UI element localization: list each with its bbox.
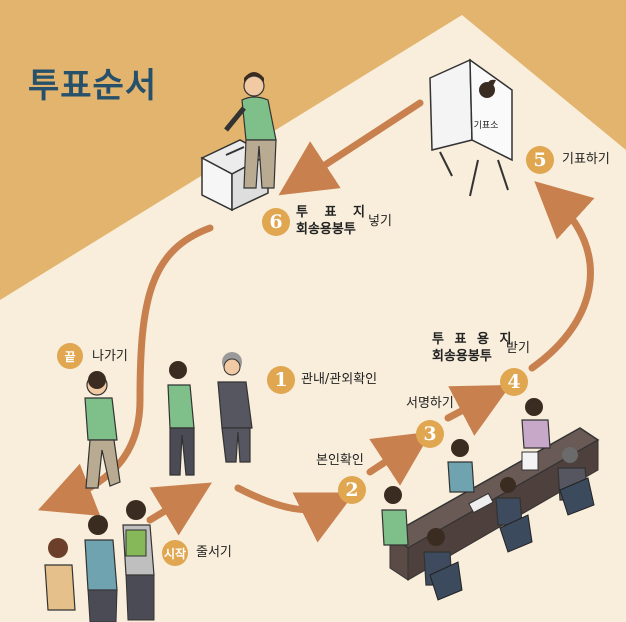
end-badge: 끝 bbox=[57, 343, 83, 369]
arrow-4-to-5 bbox=[528, 181, 595, 372]
step-5-label: 기표하기 bbox=[562, 152, 610, 167]
step-5-badge: 5 bbox=[526, 146, 554, 174]
step-4-badge: 4 bbox=[500, 368, 528, 396]
step-4-line2: 회송용봉투 bbox=[432, 349, 492, 364]
queue-people bbox=[44, 500, 155, 622]
registration-table bbox=[381, 398, 600, 601]
arrow-start-to-1 bbox=[146, 482, 212, 536]
step-4-line1: 투 표 용 지 bbox=[432, 332, 515, 347]
step-3-badge: 3 bbox=[416, 420, 444, 448]
voter-and-official bbox=[167, 352, 253, 476]
arrow-5-to-6 bbox=[278, 99, 424, 196]
step-4-suffix: 받기 bbox=[506, 341, 530, 356]
step-1-label: 관내/관외확인 bbox=[301, 372, 378, 387]
end-label: 나가기 bbox=[92, 349, 128, 364]
arrow-2-to-3 bbox=[366, 431, 432, 486]
page-title: 투표순서 bbox=[28, 66, 158, 106]
voting-booth bbox=[429, 58, 513, 197]
step-2-label: 본인확인 bbox=[316, 453, 364, 468]
arrow-1-to-2 bbox=[234, 484, 356, 543]
arrow-3-to-4 bbox=[444, 384, 511, 436]
step-1-badge: 1 bbox=[267, 366, 295, 394]
step-3-label: 서명하기 bbox=[406, 396, 454, 411]
start-badge: 시작 bbox=[162, 540, 188, 566]
corner-background bbox=[0, 0, 626, 300]
step-2-badge: 2 bbox=[338, 476, 366, 504]
person-exiting bbox=[84, 371, 121, 489]
booth-sign: 기표소 bbox=[474, 120, 499, 131]
step-6-line2: 회송용봉투 bbox=[296, 222, 356, 237]
step-6-badge: 6 bbox=[262, 208, 290, 236]
step-6-line1: 투 표 지 bbox=[296, 205, 371, 220]
step-6-suffix: 넣기 bbox=[368, 214, 392, 229]
person-casting-ballot bbox=[224, 72, 277, 189]
start-label: 줄서기 bbox=[196, 545, 232, 560]
